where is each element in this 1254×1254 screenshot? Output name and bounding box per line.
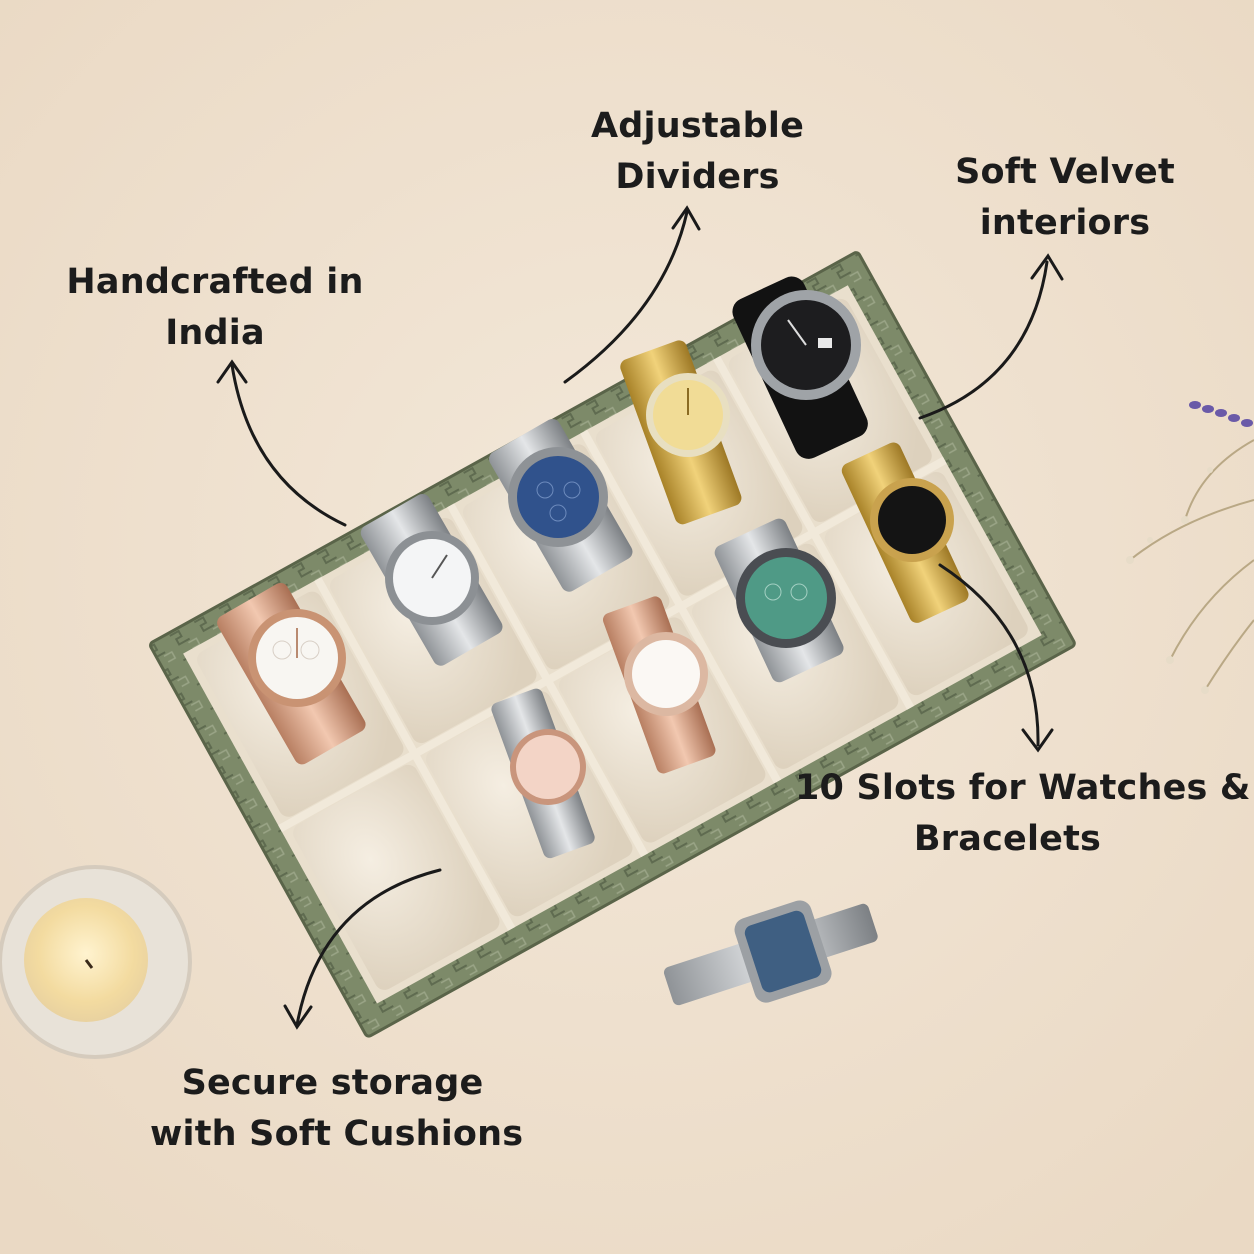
label-soft-velvet: Soft Velvet interiors — [925, 147, 1205, 249]
label-line: Dividers — [615, 157, 780, 197]
arrow-handcrafted — [230, 363, 347, 527]
lavender — [1189, 401, 1253, 427]
label-line: Soft Velvet — [955, 152, 1175, 192]
label-line: 10 Slots for Watches & — [795, 768, 1251, 808]
candle — [0, 865, 192, 1059]
label-ten-slots: 10 Slots for Watches & Bracelets — [795, 763, 1251, 865]
arrow-velvet — [918, 260, 1049, 420]
watch — [602, 596, 716, 774]
label-line: Secure storage — [181, 1063, 484, 1103]
watch — [714, 518, 844, 683]
watch — [489, 418, 633, 592]
label-line: Adjustable — [590, 106, 805, 146]
dried-flowers — [1129, 439, 1254, 691]
watch — [491, 688, 595, 859]
watch — [217, 582, 366, 765]
watch — [620, 340, 742, 525]
loose-watch — [663, 900, 878, 1006]
label-adjustable-dividers: Adjustable Dividers — [560, 101, 835, 203]
label-line: India — [165, 313, 265, 353]
arrow-secure — [295, 868, 442, 1027]
watch — [841, 442, 969, 623]
arrow-dividers — [563, 210, 689, 384]
label-line: Bracelets — [913, 819, 1102, 859]
label-secure-storage: Secure storage with Soft Cushions — [150, 1058, 524, 1160]
watch — [360, 493, 503, 666]
watch — [732, 276, 868, 459]
arrow-slots — [938, 563, 1040, 747]
label-line: Handcrafted in — [66, 262, 364, 302]
babys-breath — [1126, 467, 1213, 694]
label-handcrafted: Handcrafted in India — [55, 257, 375, 359]
label-line: with Soft Cushions — [150, 1114, 524, 1154]
slot — [293, 764, 500, 990]
callout-arrows — [216, 205, 1064, 1030]
label-line: interiors — [979, 203, 1151, 243]
